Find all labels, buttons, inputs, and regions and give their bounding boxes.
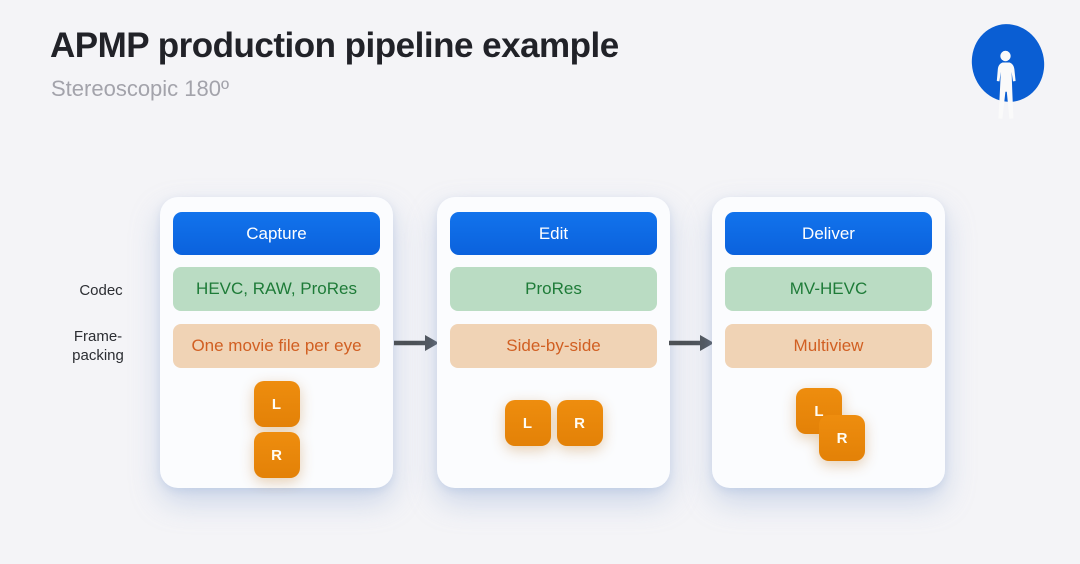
codec-value: HEVC, RAW, ProRes xyxy=(173,267,380,311)
row-label-codec: Codec xyxy=(79,282,123,299)
page-title: APMP production pipeline example xyxy=(50,26,619,65)
row-label-frame-packing-line2: packing xyxy=(72,347,124,364)
page-subtitle: Stereoscopic 180º xyxy=(51,76,230,101)
stage-card-edit: Edit ProRes Side-by-side L R xyxy=(437,197,670,488)
person-in-blue-circle-icon xyxy=(971,24,1045,119)
frame-packing-value: One movie file per eye xyxy=(173,324,380,368)
stage-header: Edit xyxy=(450,212,657,255)
frame-packing-value: Side-by-side xyxy=(450,324,657,368)
right-eye-block: R xyxy=(819,415,865,461)
right-eye-block: R xyxy=(556,400,603,446)
frame-packing-value: Multiview xyxy=(725,324,932,368)
stage-card-deliver: Deliver MV-HEVC Multiview L R xyxy=(712,197,945,488)
codec-value: ProRes xyxy=(450,267,657,311)
stage-card-capture: Capture HEVC, RAW, ProRes One movie file… xyxy=(160,197,393,488)
right-eye-block: R xyxy=(253,432,300,478)
arrow-edit-to-deliver-icon xyxy=(669,335,714,351)
stage-header: Deliver xyxy=(725,212,932,255)
arrow-capture-to-edit-icon xyxy=(394,335,439,351)
stage-header: Capture xyxy=(173,212,380,255)
eye-blocks-overlapping: L R xyxy=(712,197,945,488)
left-eye-block: L xyxy=(504,400,551,446)
left-eye-block: L xyxy=(253,381,300,427)
row-label-frame-packing-line1: Frame- xyxy=(73,328,123,345)
eye-blocks-side-by-side: L R xyxy=(437,400,670,446)
row-label-frame-packing: Frame- packing xyxy=(48,327,148,365)
eye-blocks-stacked: L R xyxy=(160,381,393,478)
codec-value: MV-HEVC xyxy=(725,267,932,311)
